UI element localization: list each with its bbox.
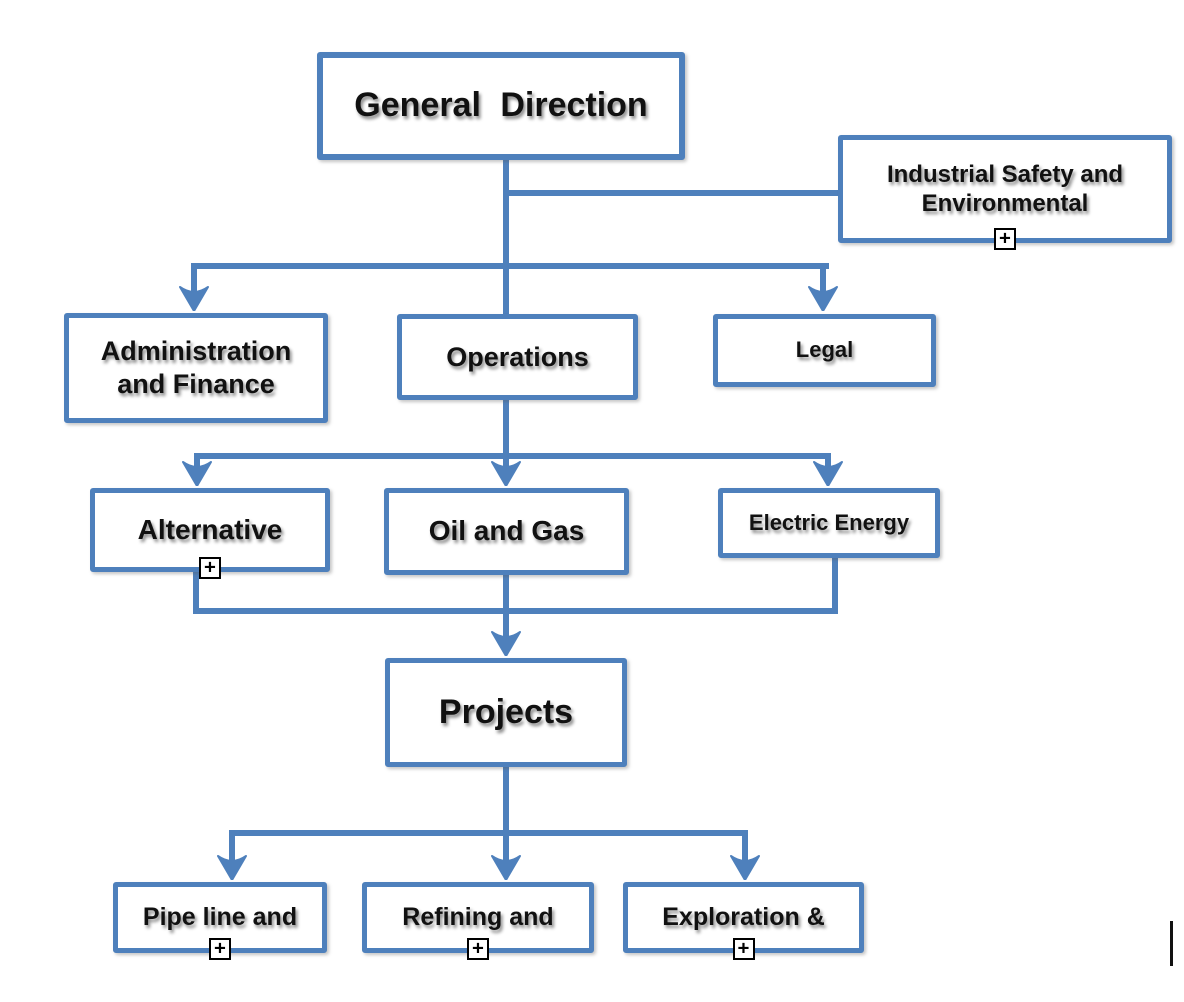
connector-line	[191, 263, 829, 269]
node-industrial-safety[interactable]: Industrial Safety and Environmental +	[838, 135, 1172, 250]
node-pipeline[interactable]: Pipe line and +	[113, 882, 327, 960]
connector-line	[503, 830, 509, 864]
connector-line	[193, 608, 838, 614]
node-oil-and-gas[interactable]: Oil and Gas	[384, 488, 629, 575]
arrow-down-icon	[808, 286, 838, 311]
node-label: Projects	[438, 692, 574, 731]
node-legal[interactable]: Legal	[713, 314, 936, 387]
connector-line	[503, 573, 509, 614]
arrow-down-icon	[491, 631, 521, 656]
arrow-down-icon	[491, 461, 521, 486]
connector-line	[742, 830, 748, 864]
node-label: Electric Energy	[748, 509, 910, 535]
node-exploration[interactable]: Exploration & +	[623, 882, 864, 960]
node-label: Legal	[795, 337, 854, 363]
expand-toggle-icon[interactable]: +	[732, 938, 755, 960]
connector-line	[832, 556, 838, 614]
node-operations[interactable]: Operations	[397, 314, 638, 400]
node-administration-finance[interactable]: Administration and Finance	[64, 313, 328, 423]
arrow-down-icon	[217, 855, 247, 880]
node-electric-energy[interactable]: Electric Energy	[718, 488, 940, 558]
arrow-down-icon	[813, 461, 843, 486]
node-label: Refining and	[402, 903, 554, 932]
arrow-down-icon	[182, 461, 212, 486]
connector-line	[506, 190, 838, 196]
arrow-down-icon	[730, 855, 760, 880]
connector-line	[229, 830, 748, 836]
node-label: Operations	[446, 341, 589, 372]
node-refining[interactable]: Refining and +	[362, 882, 594, 960]
text-cursor	[1170, 921, 1173, 966]
node-label: Exploration &	[662, 903, 825, 932]
node-projects[interactable]: Projects	[385, 658, 627, 767]
connector-line	[503, 765, 509, 836]
connector-line	[194, 453, 831, 459]
node-label: Industrial Safety and Environmental	[886, 160, 1124, 217]
connector-line	[193, 570, 199, 614]
node-label: Oil and Gas	[428, 515, 585, 547]
node-label: Pipe line and	[142, 903, 298, 932]
arrow-down-icon	[179, 286, 209, 311]
expand-toggle-icon[interactable]: +	[199, 557, 221, 579]
connector-line	[229, 830, 235, 864]
connector-line	[503, 158, 509, 316]
expand-toggle-icon[interactable]: +	[467, 938, 489, 960]
connector-line	[503, 453, 509, 471]
expand-toggle-icon[interactable]: +	[209, 938, 231, 960]
node-label: General Direction	[354, 86, 648, 125]
node-general-direction[interactable]: General Direction	[317, 52, 685, 160]
expand-toggle-icon[interactable]: +	[994, 228, 1016, 250]
connector-line	[825, 453, 831, 471]
node-label: Alternative	[137, 513, 283, 545]
connector-line	[503, 398, 509, 459]
connector-line	[194, 453, 200, 471]
node-alternative[interactable]: Alternative +	[90, 488, 330, 579]
arrow-down-icon	[491, 855, 521, 880]
connector-line	[820, 263, 826, 291]
connector-line	[503, 608, 509, 642]
node-label: Administration and Finance	[100, 336, 292, 399]
connector-line	[191, 263, 197, 291]
